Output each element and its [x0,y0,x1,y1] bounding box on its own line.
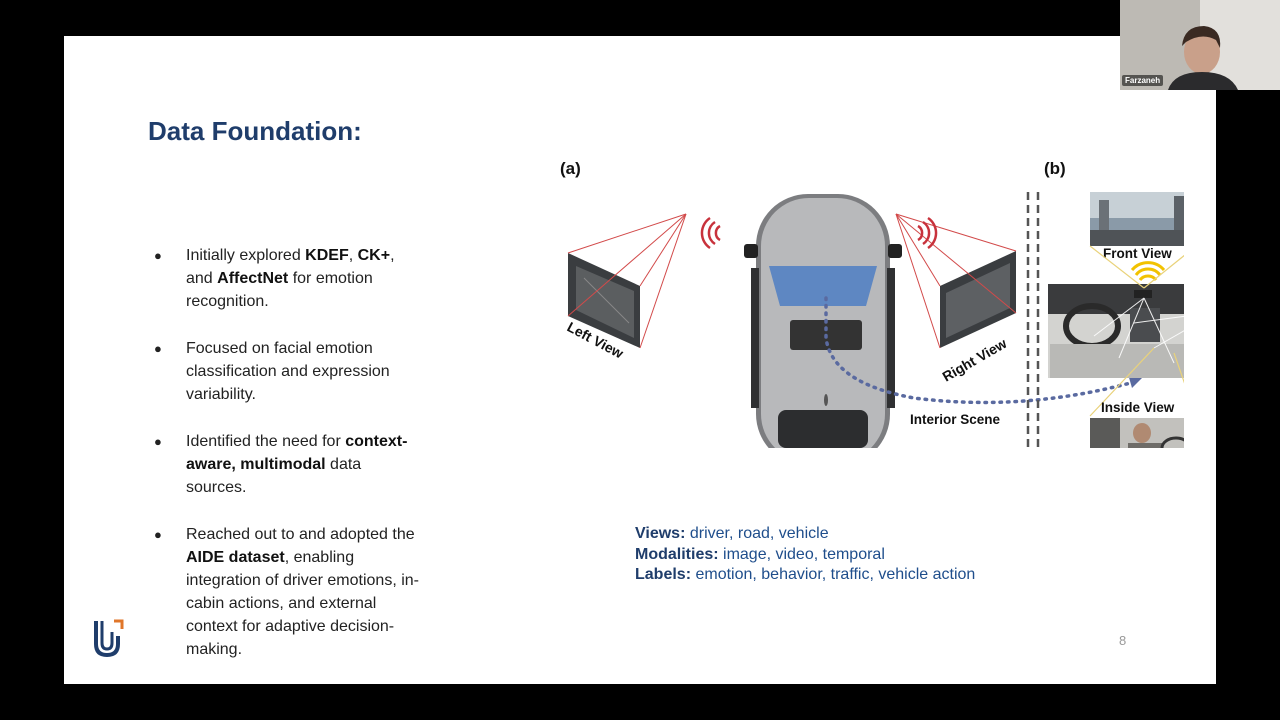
inside-view-label: Inside View [1101,400,1175,415]
left-view-lines [567,213,687,349]
view-projection-lines [1089,245,1184,417]
interior-cabin-image [1048,284,1184,378]
label-a: (a) [560,159,581,178]
bullet-item: ● Identified the need for context-aware, … [154,430,424,499]
label-b: (b) [1044,159,1066,178]
bullet-dot-icon: ● [154,341,162,356]
slide-title: Data Foundation: [148,116,362,146]
presentation-slide: Data Foundation: ● Initially explored KDE… [64,36,1216,684]
left-sensor-signal-icon [700,216,721,250]
bullet-bold-text: AffectNet [217,270,289,287]
right-view-lines [895,213,1017,349]
bullet-text: data sources. [186,456,362,496]
bullet-text: , enabling integration of driver emotion… [186,549,419,658]
bullet-list: ● Initially explored KDEF, CK+, and Affec… [154,244,424,685]
front-view-image [1090,192,1184,246]
participant-avatar [1168,26,1238,90]
inside-view-image [1090,418,1184,448]
bullet-item: ● Focused on facial emotion classificatio… [154,337,424,406]
bullet-text: Initially explored [186,247,306,264]
info-modalities: Modalities: image, video, temporal [635,545,885,563]
right-view-image [940,251,1016,348]
camera-rays [1093,297,1184,364]
bullet-text: Identified the need for [186,433,346,450]
bullet-item: ● Reached out to and adopted the AIDE dat… [154,523,424,661]
front-view-label: Front View [1103,246,1172,261]
bullet-text: for emotion recognition. [186,270,373,310]
car-top-view [744,194,902,448]
info-labels: Labels: emotion, behavior, traffic, vehi… [635,566,976,583]
interior-scene-label: Interior Scene [910,412,1001,427]
left-view-image [568,253,640,348]
dataset-info: Views: driver, road, vehicle Modalities:… [635,524,975,586]
bullet-dot-icon: ● [154,248,162,263]
bullet-bold-text: AIDE dataset [186,549,285,566]
bullet-text: Focused on facial emotion classification… [186,340,390,403]
bullet-dot-icon: ● [154,434,162,449]
bullet-text: , and [186,247,395,287]
info-views: Views: driver, road, vehicle [635,525,829,542]
bullet-bold-text: CK+ [357,247,391,264]
bullet-text: , [348,247,358,264]
participant-video-tile[interactable]: Farzaneh [1120,0,1280,90]
bullet-dot-icon: ● [154,527,162,542]
bullet-bold-text: context-aware, multimodal [186,433,408,473]
participant-name: Farzaneh [1122,75,1164,86]
bullet-bold-text: KDEF [305,247,349,264]
front-camera-signal-icon [1130,261,1166,282]
right-sensor-signal-icon [917,216,938,250]
page-number: 8 [1119,633,1127,648]
brand-logo-icon [94,619,124,658]
dataset-figure: (a) Left View Right View [560,159,1184,448]
bullet-item: ● Initially explored KDEF, CK+, and Affec… [154,244,424,313]
bullet-text: Reached out to and adopted the [186,526,415,543]
